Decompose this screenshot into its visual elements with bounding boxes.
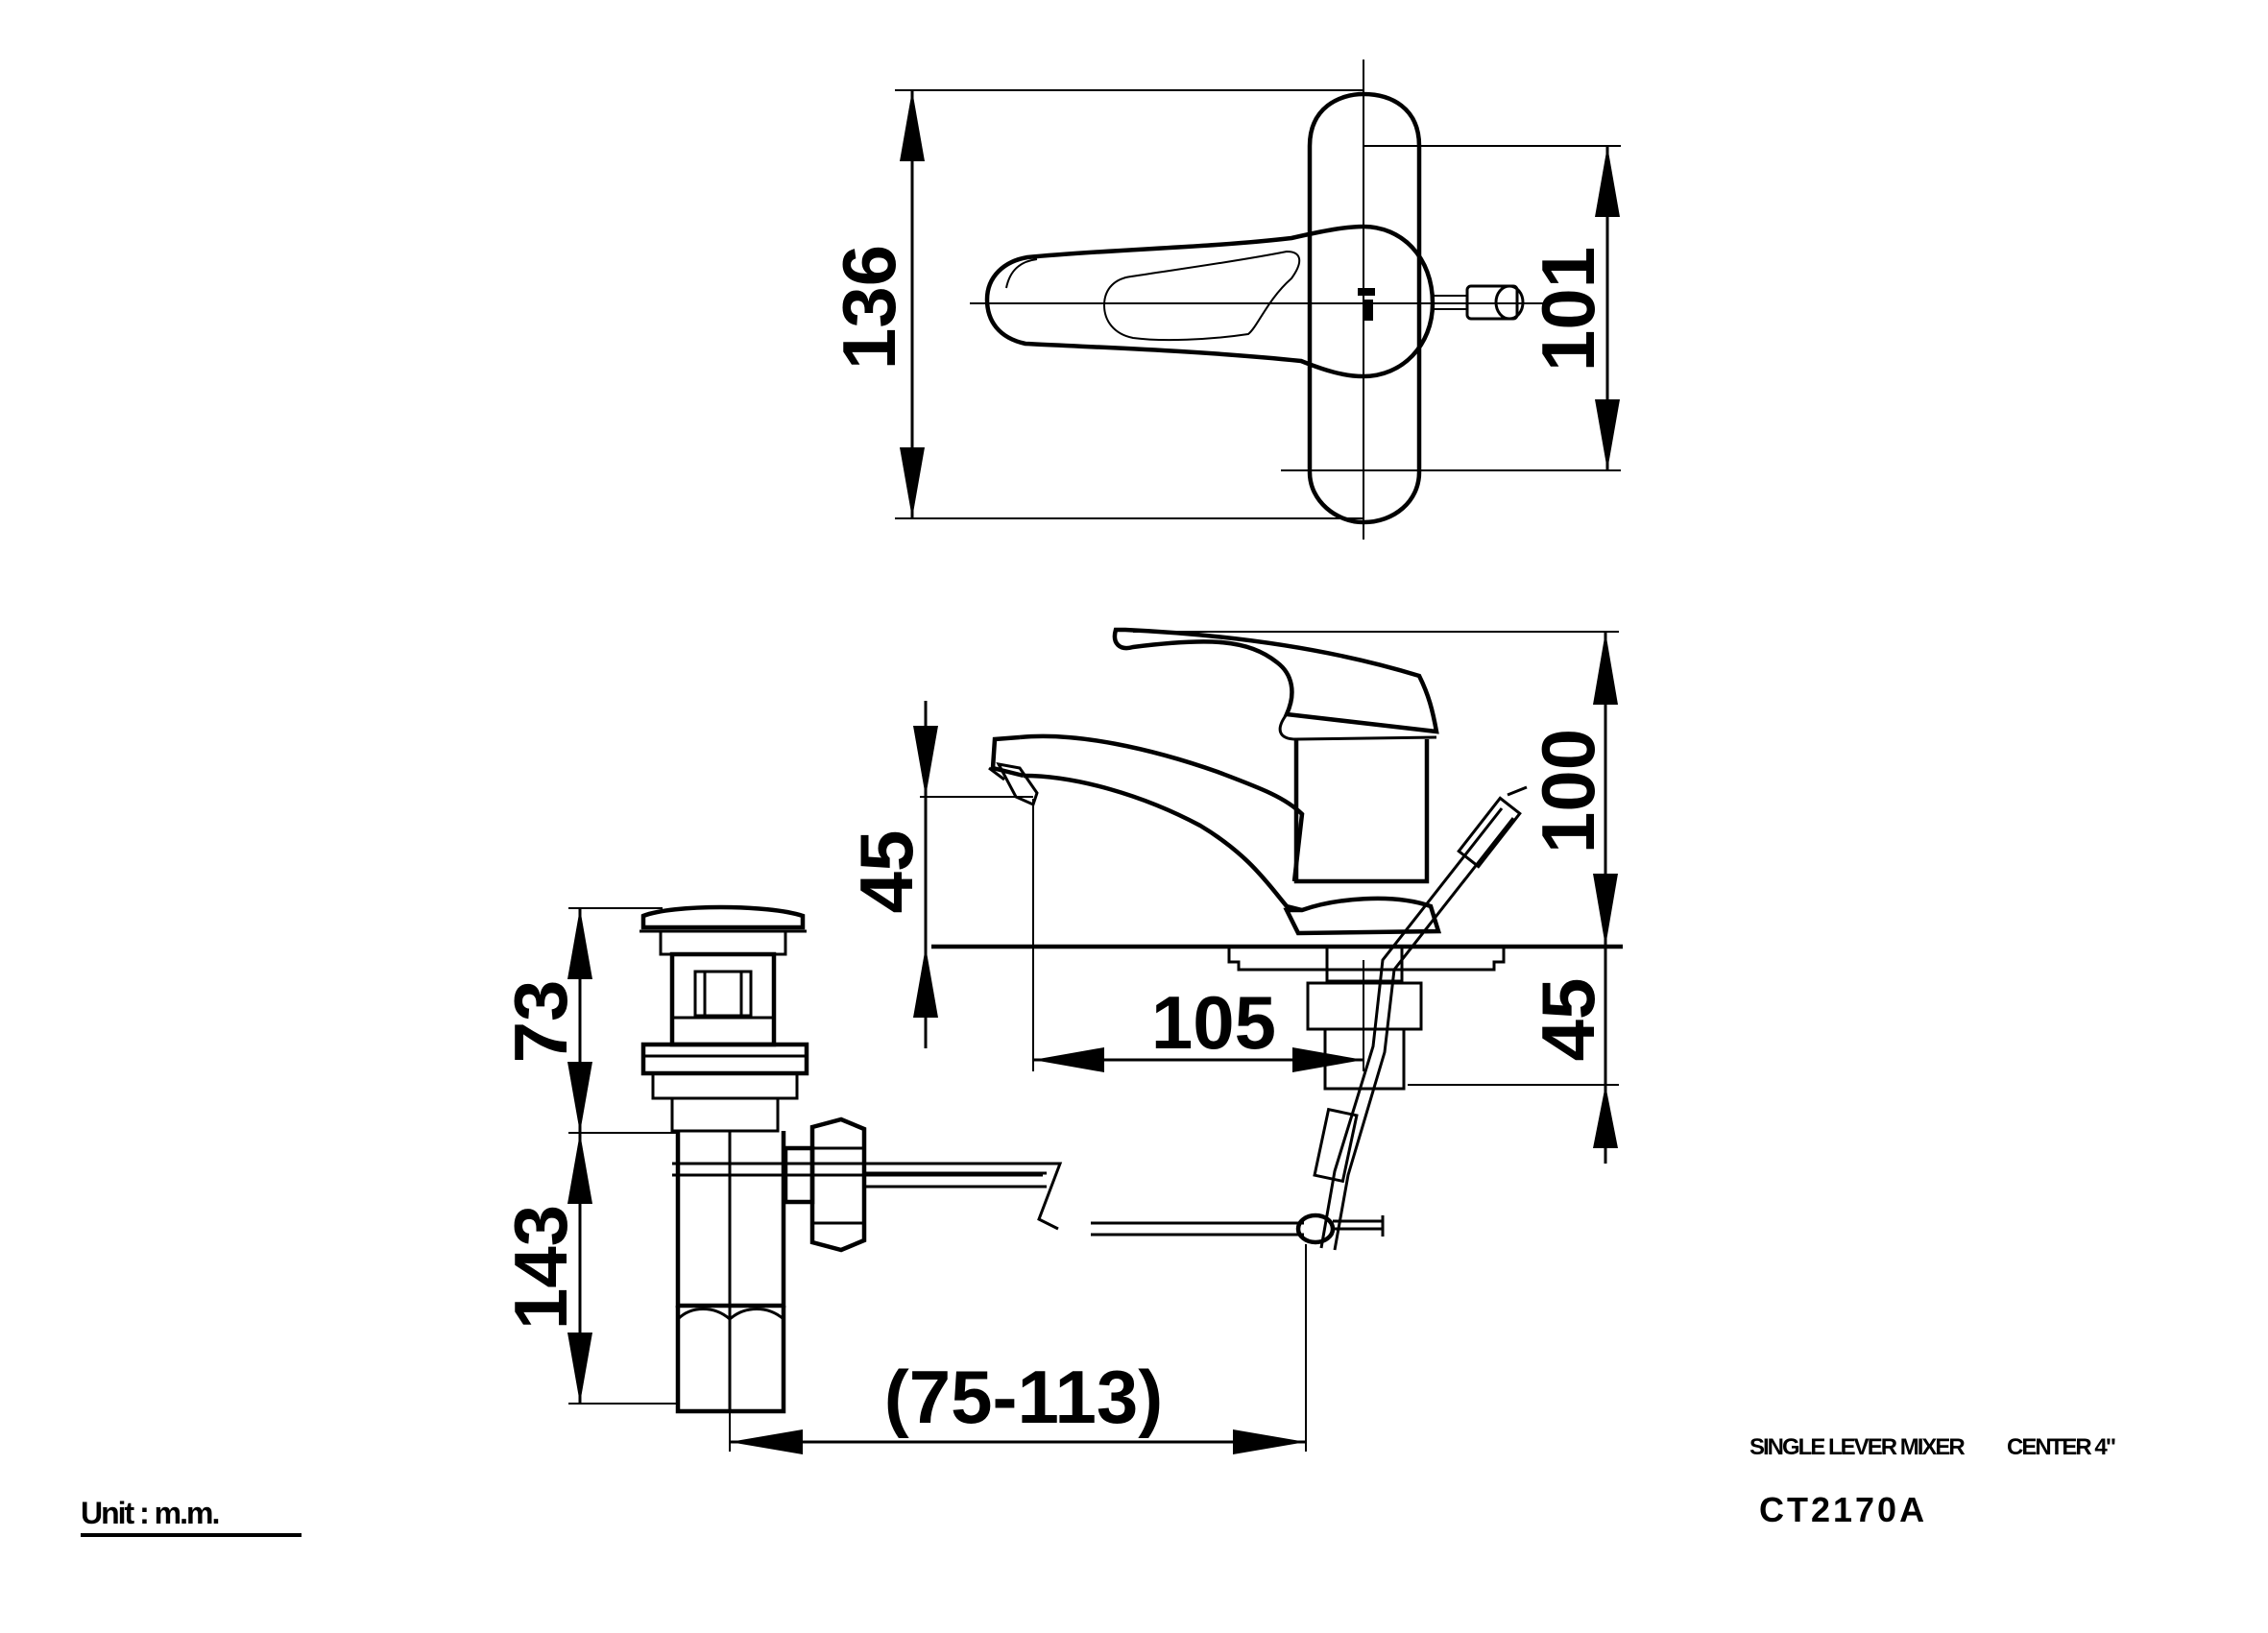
dim-136: 136 — [827, 245, 911, 370]
dim-73: 73 — [498, 980, 583, 1064]
model-number: CT2170A — [1759, 1490, 1928, 1529]
dim-45-lower: 45 — [1526, 978, 1610, 1062]
unit-label: Unit : m.m. — [81, 1496, 302, 1537]
side-view — [672, 627, 1623, 1251]
dim-101: 101 — [1526, 247, 1610, 372]
dim-105: 105 — [1151, 980, 1276, 1065]
center-label: CENTER 4" — [2007, 1434, 2116, 1460]
dim-143: 143 — [498, 1205, 583, 1330]
popup-waste — [567, 904, 1307, 1454]
product-title: SINGLE LEVER MIXER — [1749, 1434, 1966, 1460]
dim-75-113: (75-113) — [884, 1355, 1164, 1439]
dim-100: 100 — [1526, 729, 1610, 853]
dim-45-spout: 45 — [844, 830, 929, 914]
top-view — [895, 60, 1621, 540]
